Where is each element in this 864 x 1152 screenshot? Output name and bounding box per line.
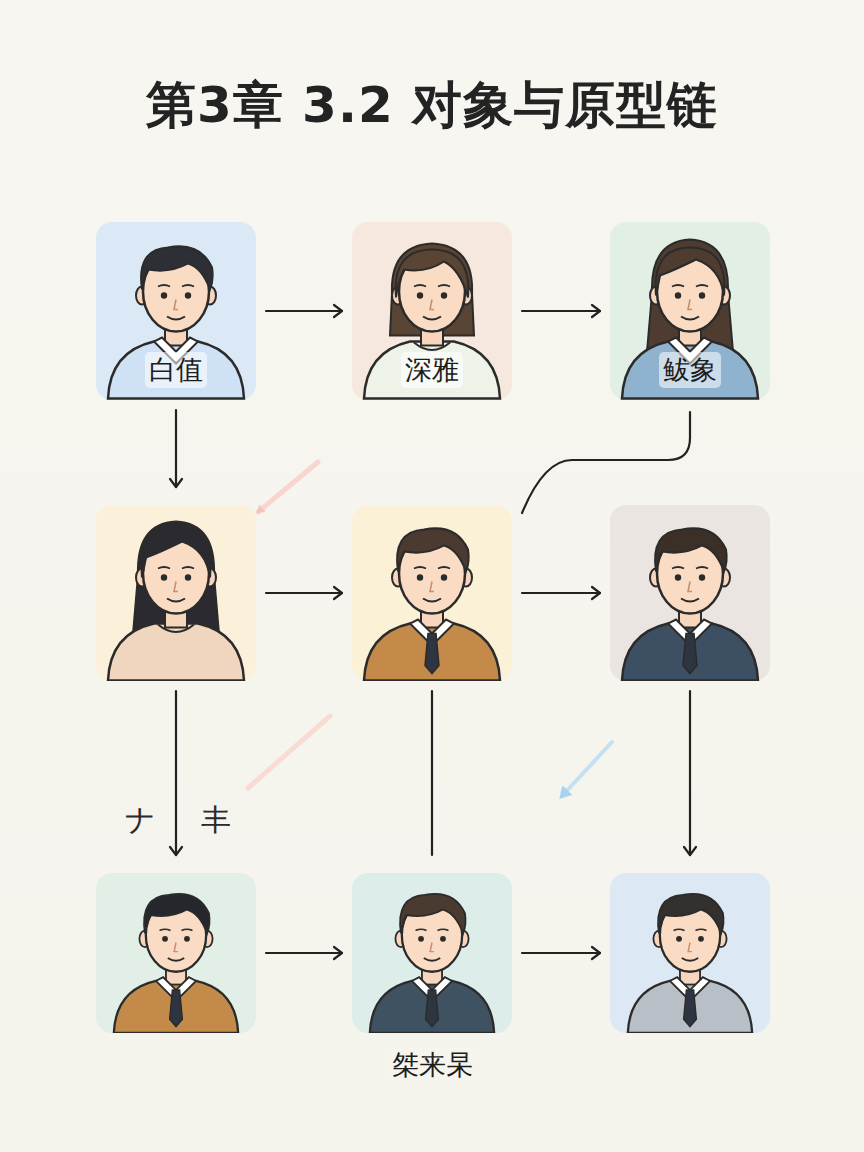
- person-card: 鲅象: [610, 222, 770, 400]
- faint-arrow: [258, 462, 318, 512]
- link-arrow: [522, 310, 600, 312]
- person-card: [352, 505, 512, 681]
- link-arrow: [266, 952, 342, 954]
- person-card: [610, 505, 770, 681]
- faint-arrow: [562, 742, 612, 796]
- person-card: [610, 873, 770, 1033]
- note-label: ナ: [122, 800, 159, 841]
- person-avatar: [96, 505, 256, 681]
- person-avatar: [96, 873, 256, 1033]
- link-arrow: [175, 410, 177, 487]
- person-card: 深雅: [352, 222, 512, 400]
- person-avatar: [610, 505, 770, 681]
- person-card: 白值: [96, 222, 256, 400]
- link-arrow: [266, 592, 342, 594]
- link-arrow: [689, 691, 691, 855]
- faint-arrow: [248, 716, 330, 788]
- person-avatar: [352, 505, 512, 681]
- link-arrow: [522, 592, 600, 594]
- link-arrow: [175, 691, 177, 855]
- person-card: [96, 873, 256, 1033]
- name-label: 鲅象: [659, 352, 721, 388]
- person-card: [96, 505, 256, 681]
- chapter-title: 第3章 3.2 对象与原型链: [0, 72, 864, 139]
- name-label: 白值: [145, 352, 207, 388]
- link-arrow: [522, 412, 690, 513]
- person-card: 桀来杲: [352, 873, 512, 1033]
- link-arrow: [266, 310, 342, 312]
- name-label: 深雅: [401, 352, 463, 388]
- name-label: 桀来杲: [388, 1047, 477, 1083]
- link-arrow: [431, 691, 433, 855]
- note-label: 丰: [198, 800, 234, 841]
- person-avatar: [610, 873, 770, 1033]
- link-arrow: [522, 952, 600, 954]
- person-avatar: [352, 873, 512, 1033]
